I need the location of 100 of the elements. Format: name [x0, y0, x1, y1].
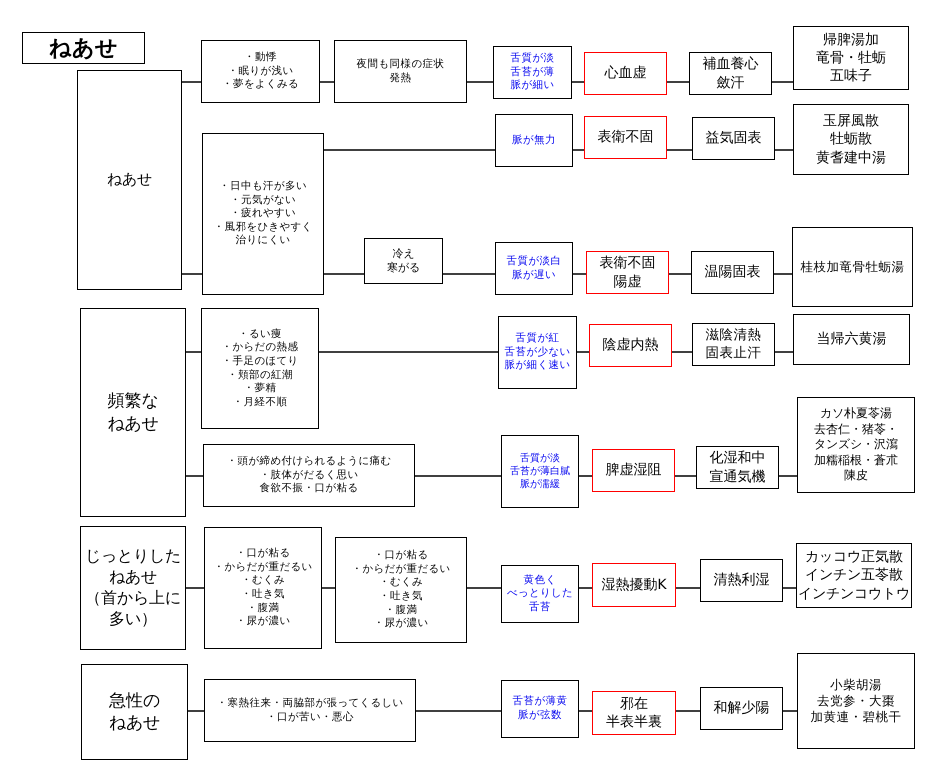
box-text: 加糯稲根・蒼朮 — [814, 452, 898, 468]
box-text: 舌質が淡 — [510, 52, 554, 66]
box-text: 清熱利湿 — [714, 571, 770, 590]
treatment-box — [692, 323, 775, 366]
tongue-pulse-box — [501, 565, 579, 623]
connector-line — [573, 273, 586, 275]
connector-line — [415, 475, 501, 477]
box-text: ・むくみ — [241, 574, 285, 588]
connector-line — [579, 475, 592, 477]
box-text: 竜骨・牡蛎 — [816, 48, 886, 68]
box-text: 滋陰清熱固表止汗 — [704, 326, 762, 362]
box-text: ・吐き気 — [379, 590, 423, 604]
connector-line — [783, 587, 796, 589]
box-text: ・夢精 — [244, 382, 276, 396]
connector-line — [186, 351, 201, 353]
connector-line — [322, 587, 335, 589]
symptom-box — [334, 40, 467, 103]
prescription-box — [797, 653, 915, 749]
connector-line — [775, 149, 793, 151]
symptom-box — [204, 679, 416, 742]
box-text: ・眠りが浅い — [228, 64, 294, 78]
box-text: 邪在 — [620, 694, 648, 713]
box-text: 寒がる — [387, 261, 420, 276]
symptom-box — [202, 133, 324, 295]
tongue-pulse-box — [501, 680, 579, 738]
box-text: 舌質が淡 — [520, 452, 560, 465]
box-text: 湿熱擾動K — [601, 576, 667, 594]
box-text: ・日中も汗が多い — [219, 180, 307, 194]
box-text: ・肢体がだるく思い — [260, 468, 358, 482]
box-text: 桂枝加竜骨牡蛎湯 — [800, 258, 904, 276]
box-text: ・口が粘る — [374, 549, 428, 563]
box-text: 当帰六黄湯 — [816, 330, 886, 349]
box-text: 五味子 — [830, 67, 872, 86]
connector-line — [772, 81, 793, 83]
box-text: 加黄連・碧桃干 — [810, 709, 902, 726]
connector-line — [667, 149, 692, 151]
connector-line — [573, 149, 584, 151]
box-text: 食欲不振・口が粘る — [260, 482, 358, 496]
connector-line — [783, 710, 797, 712]
connector-line — [579, 587, 592, 589]
connector-line — [675, 475, 696, 477]
box-text: 舌苔が薄黄 — [512, 695, 568, 709]
category-box — [80, 526, 186, 650]
connector-line — [577, 351, 589, 353]
connector-line — [669, 273, 691, 275]
connector-line — [443, 273, 495, 275]
category-box — [77, 70, 182, 290]
symptom-box — [364, 238, 443, 284]
box-text: 温陽固表 — [704, 263, 760, 282]
connector-line — [186, 475, 203, 477]
title: ねあせ — [22, 32, 145, 64]
tongue-pulse-box — [495, 114, 573, 167]
box-text: 脈が細い — [510, 79, 554, 93]
connector-line — [779, 475, 797, 477]
box-text: 和解少陽 — [714, 699, 770, 718]
box-text: ・からだが重だるい — [352, 562, 450, 576]
box-text: ・口が苦い・悪心 — [266, 710, 354, 724]
treatment-box — [696, 446, 779, 489]
box-text: ・動悸 — [244, 51, 277, 65]
prescription-box — [796, 543, 912, 608]
box-text: 小柴胡湯 — [830, 676, 882, 693]
box-text: 舌質が紅 — [516, 332, 560, 346]
connector-line — [186, 587, 204, 589]
box-text: ・頭が締め付けられるように痛む — [226, 455, 392, 469]
box-text: ・腹満 — [384, 604, 418, 617]
box-text: 心血虚 — [604, 64, 646, 83]
box-text: ・元気がない — [230, 194, 296, 207]
box-text: （首から上に多い） — [84, 588, 182, 630]
box-text: 化湿和中宣通気機 — [708, 449, 766, 486]
box-text: じっとりしたねあせ — [84, 546, 182, 588]
box-text: 益気固表 — [706, 129, 762, 148]
connector-line — [182, 81, 201, 83]
connector-line — [775, 351, 793, 353]
box-text: カソ朴夏苓湯 — [820, 406, 892, 422]
box-text: 急性のねあせ — [108, 690, 161, 734]
diagnosis-box — [592, 691, 676, 735]
diagnosis-box — [592, 563, 676, 607]
box-text: 夜間も同様の症状発熱 — [356, 58, 445, 86]
connector-line — [324, 149, 495, 151]
box-text: ・尿が濃い — [374, 617, 428, 631]
connector-line — [676, 710, 700, 712]
tongue-pulse-box — [493, 46, 572, 99]
box-text: 補血養心斂汗 — [702, 55, 760, 92]
category-box — [81, 664, 188, 760]
connector-line — [572, 81, 584, 83]
box-text: ・頬部の紅潮 — [227, 368, 293, 382]
box-text: 脾虚湿阻 — [606, 461, 662, 480]
diagnosis-box — [584, 116, 667, 159]
box-text: 舌苔が薄白膩 — [510, 465, 570, 478]
connector-line — [188, 710, 204, 712]
box-text: カッコウ正気散 — [805, 548, 903, 566]
box-text: 舌質が淡白 — [506, 254, 562, 268]
box-text: 黄耆建中湯 — [816, 148, 886, 167]
box-text: ・尿が濃い — [236, 615, 290, 629]
symptom-box — [204, 527, 322, 649]
box-text: 脈が遅い — [512, 268, 556, 282]
box-text: 冷え — [392, 246, 414, 261]
category-box — [80, 308, 186, 517]
prescription-box — [793, 104, 909, 175]
box-text: 表衛不固陽虚 — [598, 254, 656, 291]
